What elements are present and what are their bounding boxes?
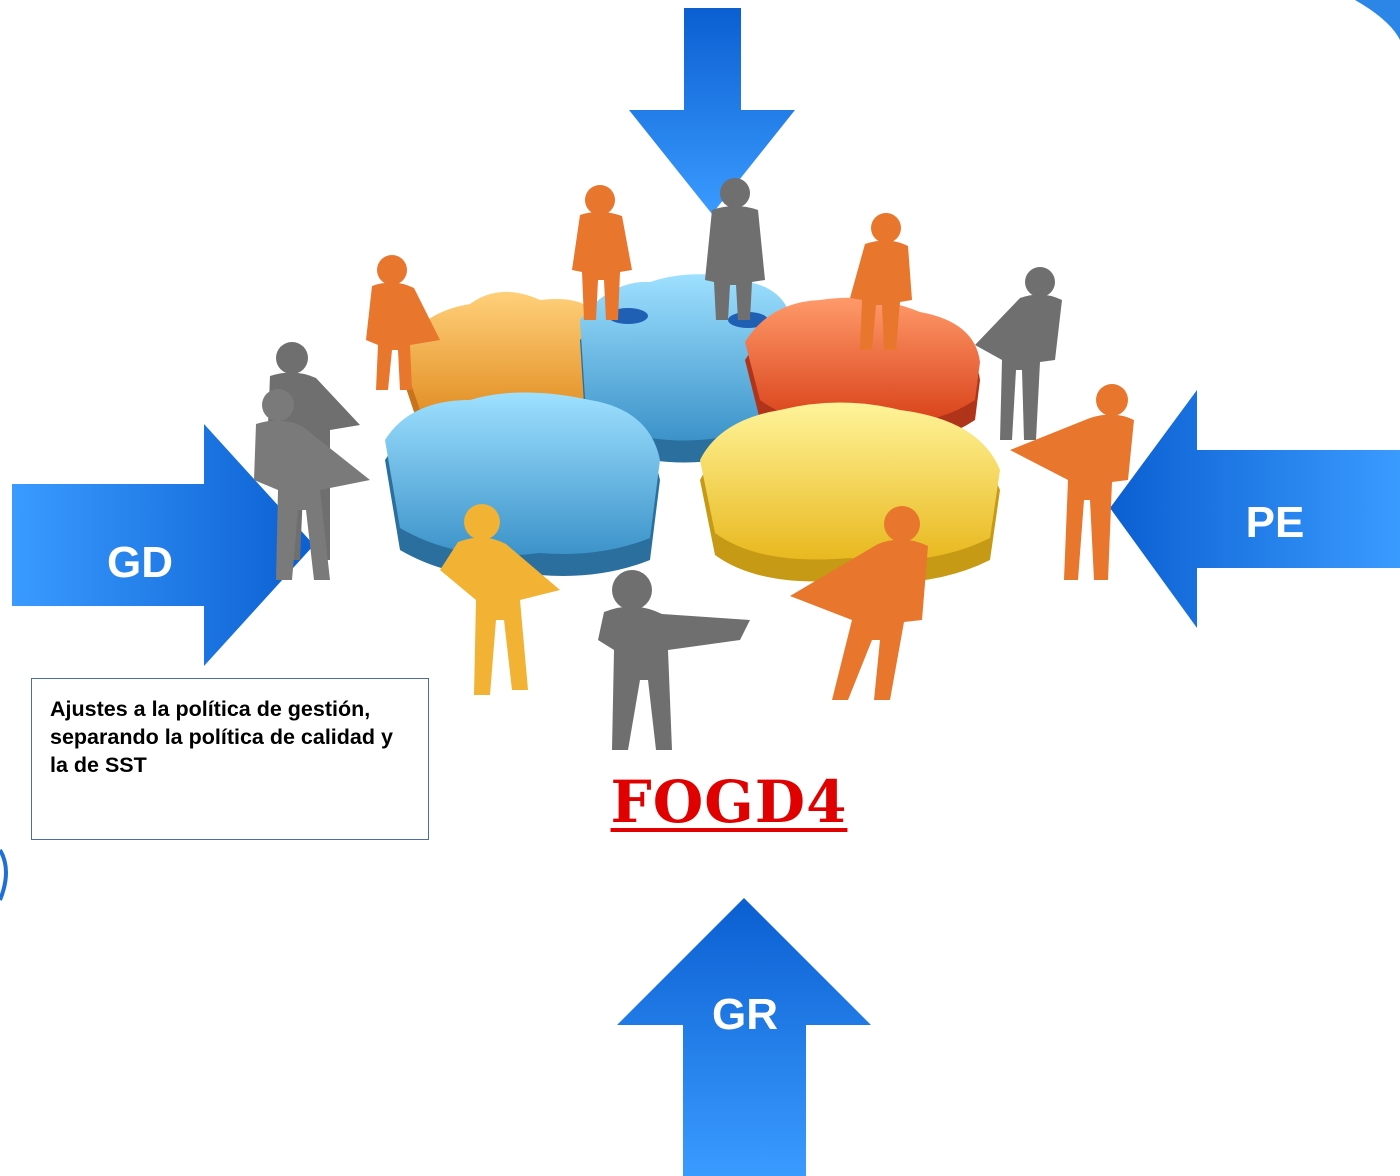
gr-arrow-label: GR [712, 990, 778, 1039]
pe-arrow [1110, 390, 1400, 628]
policy-note-text: Ajustes a la política de gestión, separa… [50, 697, 393, 777]
figure-orange-top-left [572, 185, 632, 320]
pe-arrow-label: PE [1245, 498, 1305, 547]
figures-group [254, 178, 1134, 750]
figure-gray-bottom [598, 570, 750, 750]
figure-orange-right [1010, 384, 1134, 580]
edge-arc-left [0, 848, 8, 901]
figure-gray-right [975, 267, 1062, 440]
figure-orange-bottom-right [790, 506, 928, 700]
top-arrow [629, 8, 795, 214]
figure-orange-left [366, 255, 440, 390]
policy-note-box: Ajustes a la política de gestión, separa… [31, 678, 429, 840]
center-title: FOGD4 [610, 768, 848, 836]
edge-arc-top-right [1355, 0, 1400, 40]
puzzle-piece-blue-left [385, 392, 660, 578]
figure-orange-top-right [850, 213, 912, 350]
figure-gray-top [705, 178, 765, 320]
figure-yellow-bottom [440, 504, 560, 695]
gd-arrow [12, 424, 314, 666]
puzzle-piece-yellow [700, 402, 1000, 583]
gd-arrow-label: GD [107, 538, 173, 587]
gr-arrow [617, 898, 871, 1176]
figure-gray-left-2 [254, 389, 370, 580]
